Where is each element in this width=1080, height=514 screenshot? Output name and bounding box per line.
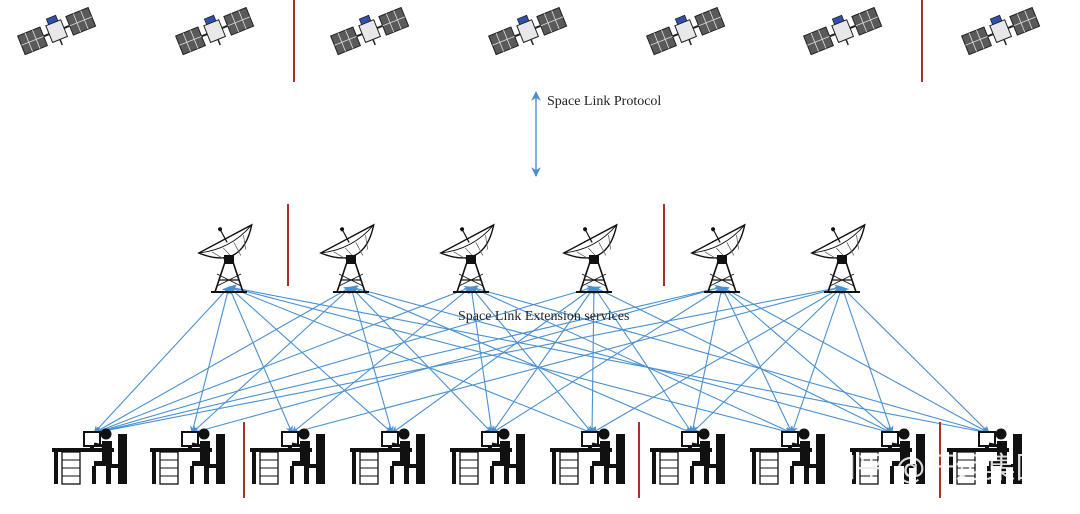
operator-workstation-icon	[50, 427, 129, 486]
ground-station-antenna-icon	[556, 212, 629, 293]
satellite-icon	[14, 1, 99, 61]
watermark: 知乎 @开运集团	[826, 451, 1046, 486]
link-arrow	[228, 286, 393, 434]
satellite-icon	[172, 1, 257, 61]
ground-station-antenna-icon	[191, 212, 264, 293]
satellite-icon	[643, 1, 728, 61]
operator-workstation-icon	[548, 427, 627, 486]
link-arrow	[841, 286, 990, 434]
ground-station-antenna-icon	[804, 212, 877, 293]
operator-workstation-icon	[148, 427, 227, 486]
operator-workstation-icon	[648, 427, 727, 486]
link-arrow	[93, 286, 352, 434]
operator-workstation-icon	[448, 427, 527, 486]
operator-workstation-icon	[348, 427, 427, 486]
link-arrow	[790, 286, 844, 434]
satellite-row	[14, 1, 1043, 61]
ground-station-antenna-icon	[433, 212, 506, 293]
group-dividers	[243, 0, 941, 498]
link-arrow	[291, 286, 472, 434]
satellite-icon	[327, 1, 412, 61]
link-arrow	[721, 286, 990, 434]
satellite-icon	[958, 1, 1043, 61]
ground-station-antenna-icon	[313, 212, 386, 293]
ground-station-antenna-icon	[684, 212, 757, 293]
link-arrow	[691, 286, 843, 434]
space-link-extension-links	[93, 284, 990, 436]
satellite-icon	[485, 1, 570, 61]
operator-workstation-icon	[748, 427, 827, 486]
space-link-extension-label: Space Link Extension services	[458, 309, 629, 324]
operator-workstation-icon	[248, 427, 327, 486]
space-link-protocol-label: Space Link Protocol	[547, 94, 661, 109]
ground-station-row	[191, 212, 877, 293]
satellite-icon	[800, 1, 885, 61]
